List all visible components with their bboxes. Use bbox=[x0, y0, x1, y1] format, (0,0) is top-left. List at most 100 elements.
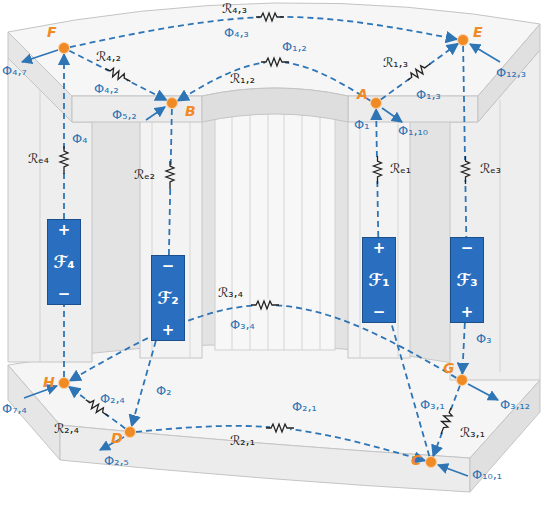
top-plate-top bbox=[8, 3, 540, 96]
flux-label: Φ₂,₁ bbox=[292, 400, 317, 413]
flux-arrow bbox=[468, 384, 498, 400]
flux-path bbox=[63, 54, 65, 219]
mmf-source: − ℱ₃ + bbox=[450, 237, 484, 323]
node-letter: A bbox=[357, 87, 368, 101]
junction-node: G bbox=[456, 374, 468, 386]
node-letter: G bbox=[443, 361, 455, 375]
flux-arrow bbox=[470, 44, 500, 62]
resistor-zigzag bbox=[60, 146, 68, 174]
reluctance-label: ℛ₁,₂ bbox=[230, 72, 255, 85]
polarity-sign: + bbox=[162, 322, 175, 339]
polarity-sign: − bbox=[461, 240, 474, 257]
resistor-symbol bbox=[460, 156, 472, 184]
reluctance-label: ℛ₃,₄ bbox=[218, 286, 243, 299]
flux-arrow bbox=[24, 386, 57, 398]
slot-line bbox=[360, 118, 361, 358]
reluctance-label: ℛ₄,₃ bbox=[222, 2, 247, 15]
resistor-zigzag bbox=[437, 406, 454, 435]
flux-path bbox=[391, 323, 429, 456]
resistor-zigzag bbox=[251, 301, 279, 309]
mmf-symbol: ℱ₂ bbox=[157, 289, 178, 308]
mmf-symbol: ℱ₁ bbox=[368, 271, 389, 290]
resistor-symbol bbox=[266, 422, 294, 434]
inner-leg bbox=[348, 118, 410, 358]
flux-path bbox=[462, 323, 465, 374]
polarity-sign: − bbox=[373, 304, 386, 321]
top-plate-side bbox=[478, 24, 540, 122]
resistor-symbol bbox=[82, 395, 112, 421]
reluctance-label: ℛₑ₄ bbox=[28, 152, 49, 165]
mmf-source: −ℱ₂+ bbox=[151, 255, 185, 341]
leg-edge bbox=[500, 100, 501, 372]
leg-edge bbox=[40, 90, 41, 362]
junction-node: H bbox=[58, 377, 70, 389]
flux-label: Φ₁,₂ bbox=[282, 40, 307, 53]
mmf-symbol: ℱ₄ bbox=[53, 253, 74, 272]
flux-label: Φ₃,₄ bbox=[230, 318, 255, 331]
polarity-sign: + bbox=[373, 240, 386, 257]
slot-line bbox=[232, 104, 233, 350]
bore-teeth bbox=[215, 104, 335, 350]
flux-label: Φ₁ bbox=[354, 118, 369, 131]
resistor-zigzag bbox=[405, 61, 432, 84]
resistor-symbol bbox=[404, 59, 434, 85]
flux-label: Φ₄,₃ bbox=[224, 26, 249, 39]
slot-line bbox=[398, 118, 399, 358]
polarity-sign: + bbox=[461, 304, 474, 321]
junction-node: A bbox=[370, 97, 382, 109]
slot-line bbox=[268, 104, 269, 350]
polarity-sign: − bbox=[58, 286, 71, 303]
flux-label: Φ₃ bbox=[476, 332, 491, 345]
flux-path bbox=[132, 341, 156, 426]
reluctance-label: ℛₑ₃ bbox=[480, 162, 501, 175]
flux-label: Φ₁₂,₃ bbox=[496, 66, 526, 79]
flux-label: Φ₂,₄ bbox=[100, 392, 125, 405]
junction-node: B bbox=[166, 97, 178, 109]
junction-node: E bbox=[457, 34, 469, 46]
flux-arrow bbox=[100, 437, 124, 450]
node-letter: F bbox=[47, 25, 57, 39]
flux-path bbox=[69, 387, 125, 429]
mmf-symbol: ℱ₃ bbox=[456, 271, 477, 290]
slot-line bbox=[302, 104, 303, 350]
resistor-symbol bbox=[164, 161, 176, 189]
flux-path bbox=[463, 46, 466, 237]
flux-arrow bbox=[22, 50, 58, 62]
slot-line bbox=[190, 118, 191, 358]
resistor-zigzag bbox=[374, 156, 382, 184]
resistor-zigzag bbox=[256, 13, 284, 21]
resistor-symbol bbox=[435, 406, 456, 436]
flux-label: Φ₄,₇ bbox=[2, 64, 27, 77]
flux-label: Φ₄ bbox=[72, 132, 87, 145]
resistor-symbol bbox=[372, 156, 384, 184]
reluctance-label: ℛₑ₂ bbox=[134, 168, 155, 181]
junction-node: D bbox=[124, 426, 136, 438]
flux-label: Φ₃,₁ bbox=[420, 398, 445, 411]
resistor-zigzag bbox=[266, 424, 294, 432]
flux-arrow bbox=[438, 465, 468, 476]
flux-path bbox=[63, 305, 65, 377]
flux-path bbox=[433, 386, 460, 457]
flux-arrow bbox=[146, 107, 165, 120]
junction-node: F bbox=[58, 42, 70, 54]
reluctance-label: ℛ₂,₁ bbox=[230, 434, 255, 447]
flux-label: Φ₂,₅ bbox=[104, 454, 129, 467]
flux-arrow bbox=[382, 108, 402, 122]
slot-line bbox=[250, 104, 251, 350]
resistor-zigzag bbox=[166, 161, 174, 189]
flux-label: Φ₅,₂ bbox=[112, 108, 137, 121]
resistor-zigzag bbox=[83, 396, 110, 419]
node-letter: H bbox=[43, 375, 55, 389]
reluctance-label: ℛ₄,₂ bbox=[96, 50, 121, 63]
top-plate-front bbox=[72, 96, 202, 122]
flux-label: Φ₁,₃ bbox=[416, 88, 441, 101]
flux-label: Φ₃,₁₂ bbox=[500, 398, 530, 411]
mmf-source: + ℱ₁ − bbox=[362, 237, 396, 323]
resistor-zigzag bbox=[261, 58, 289, 66]
mmf-source: +ℱ₄− bbox=[47, 219, 81, 305]
